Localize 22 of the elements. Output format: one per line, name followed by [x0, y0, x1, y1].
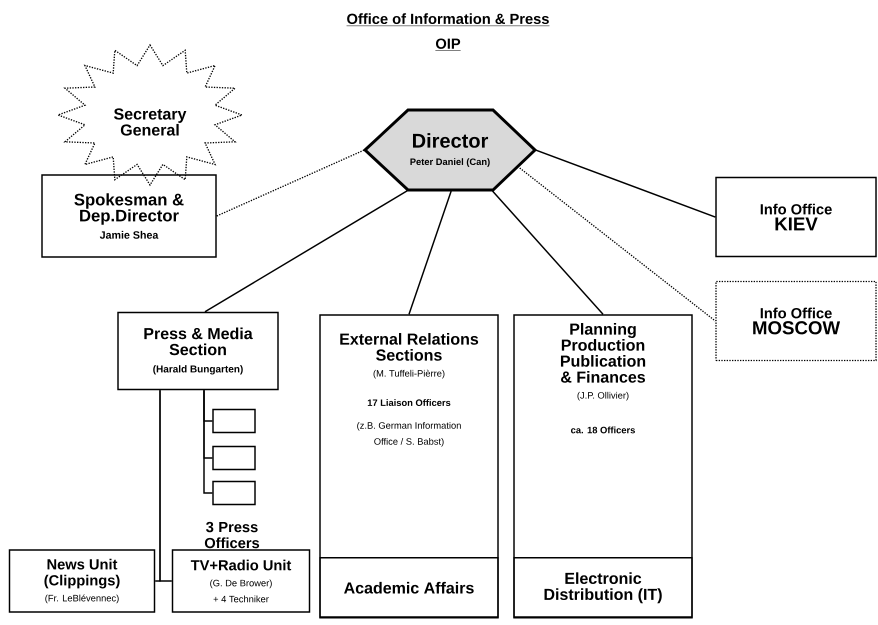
caption: 3 Press Officers: [204, 522, 260, 548]
office-box: Info Office MOSCOW: [715, 280, 877, 362]
connector-line: [519, 167, 716, 322]
connector-line: [159, 390, 172, 582]
unit-box: Electronic Distribution (IT): [513, 557, 693, 618]
connector-line: [204, 190, 408, 312]
connector-line: [408, 190, 452, 314]
unit-box: Academic Affairs: [319, 557, 499, 618]
title: OIP: [435, 38, 461, 51]
title: Office of Information & Press: [346, 13, 550, 26]
connector-line: [216, 149, 365, 217]
connector-line: [203, 390, 212, 494]
spokesman-box: Spokesman & Dep.Director Jamie Shea: [41, 174, 217, 258]
officer-box: [212, 480, 256, 506]
connector-line: [535, 149, 716, 218]
unit-box: News Unit (Clippings) (Fr. LeBlévennec): [8, 549, 156, 613]
section-box: Press & Media Section (Harald Bungarten): [117, 312, 279, 390]
officer-box: [212, 408, 256, 434]
officer-box: [212, 446, 256, 470]
unit-box: TV+Radio Unit (G. De Brower) + 4 Techniker: [172, 549, 310, 613]
office-box: Info Office KIEV: [715, 176, 877, 258]
connector-line: [492, 190, 604, 315]
